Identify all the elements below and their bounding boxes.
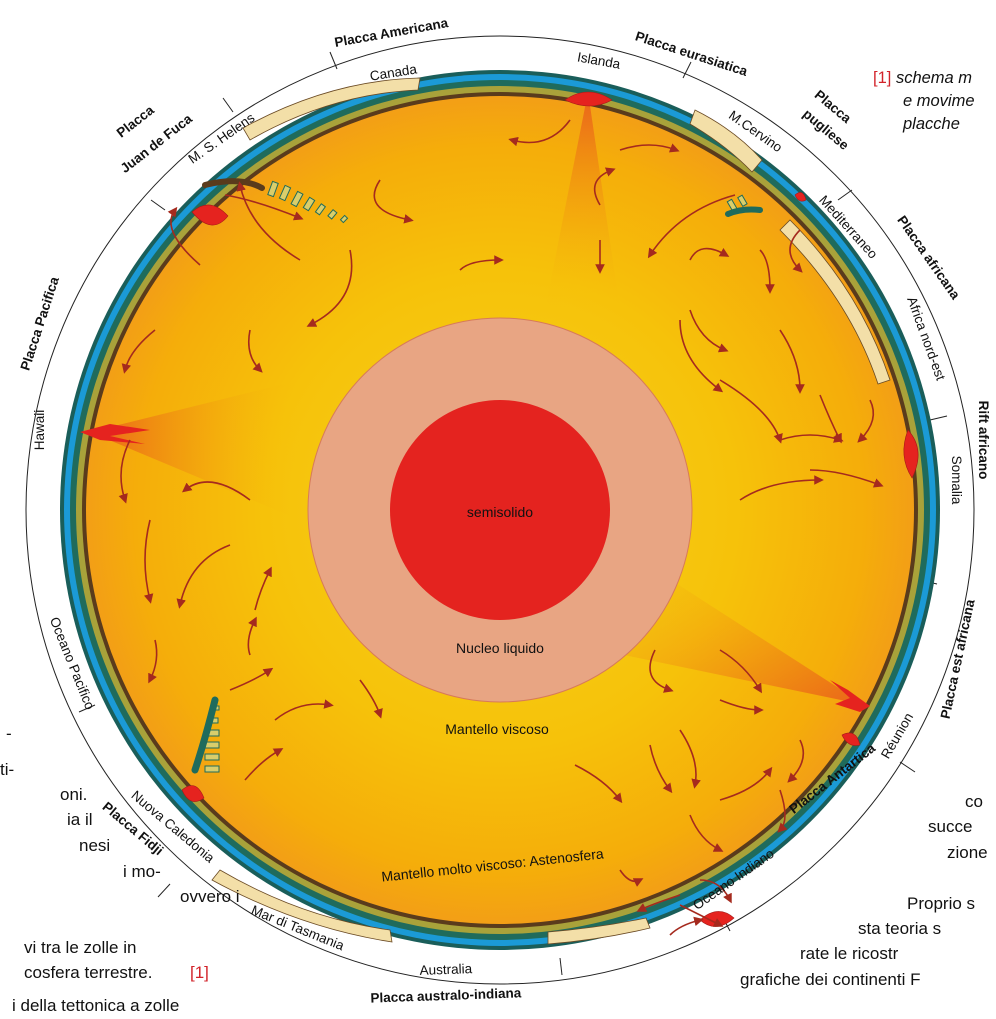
label-mantle: Mantello viscoso xyxy=(445,721,549,737)
right-text-0: co xyxy=(965,792,983,811)
left-text-continuation: vi tra le zolle in xyxy=(24,938,137,957)
plate-australo-indiana: Placca australo-indiana xyxy=(370,985,522,1005)
left-text-2: oni. xyxy=(60,785,88,804)
caption-line-1: schema m xyxy=(895,69,973,87)
slab-tongues xyxy=(191,178,763,774)
label-inner-core: semisolido xyxy=(467,504,533,520)
left-text-ref-label: [1] xyxy=(190,963,209,982)
outer-ring xyxy=(25,35,975,985)
caption-ref: [1] xyxy=(873,69,892,87)
plume-iceland xyxy=(545,92,620,310)
left-text-1: ti- xyxy=(0,760,15,779)
place-australia: Australia xyxy=(419,961,473,978)
place-hawaii: Hawaii xyxy=(32,410,47,451)
right-text-2: zione xyxy=(947,843,988,862)
plate-est-africana: Placca est africana xyxy=(938,598,978,721)
right-text-5: rate le ricostr xyxy=(800,944,899,963)
place-somalia: Somalia xyxy=(949,456,964,505)
place-islanda: Islanda xyxy=(576,49,622,71)
left-text-4: nesi xyxy=(79,836,111,855)
subduction-slabs xyxy=(204,180,748,773)
place-canada: Canada xyxy=(369,61,419,83)
plate-juan-de-fuca-1: Placca xyxy=(114,102,157,140)
right-text-3: Proprio s xyxy=(907,894,976,913)
left-text-9: vi tra le zolle in xyxy=(24,936,136,961)
caption-line-3: placche xyxy=(903,115,960,133)
plate-eurasiatica: Placca eurasiatica xyxy=(633,28,749,79)
left-text-0: - xyxy=(6,724,12,743)
right-text-4: sta teoria s xyxy=(858,919,942,938)
plate-rift-africano: Rift africano xyxy=(976,401,991,480)
plate-pacifica: Placca Pacifica xyxy=(18,274,63,372)
right-text-1: succe xyxy=(928,817,973,836)
left-text-5: i mo- xyxy=(123,862,161,881)
left-text-6: ovvero i xyxy=(180,887,240,906)
left-text-8: cosfera terrestre. xyxy=(24,963,153,982)
plate-americana: Placca Americana xyxy=(333,15,449,50)
left-text-ref: [1] xyxy=(190,961,209,986)
right-text-6: grafiche dei continenti F xyxy=(740,970,921,989)
caption-line-2: e movime xyxy=(903,92,975,110)
left-text-3: ia il xyxy=(67,810,93,829)
volcanic-flames xyxy=(80,424,870,712)
label-outer-core: Nucleo liquido xyxy=(456,640,544,656)
continental-crust xyxy=(211,77,891,945)
inner-core xyxy=(390,400,610,620)
plate-africana: Placca africana xyxy=(894,213,963,303)
convection-arrows xyxy=(118,119,884,936)
left-text-10: i della tettonica a zolle xyxy=(12,996,180,1015)
plume-hawaii xyxy=(90,380,300,520)
figure-caption: [1] schema m e movime placche xyxy=(873,67,996,136)
